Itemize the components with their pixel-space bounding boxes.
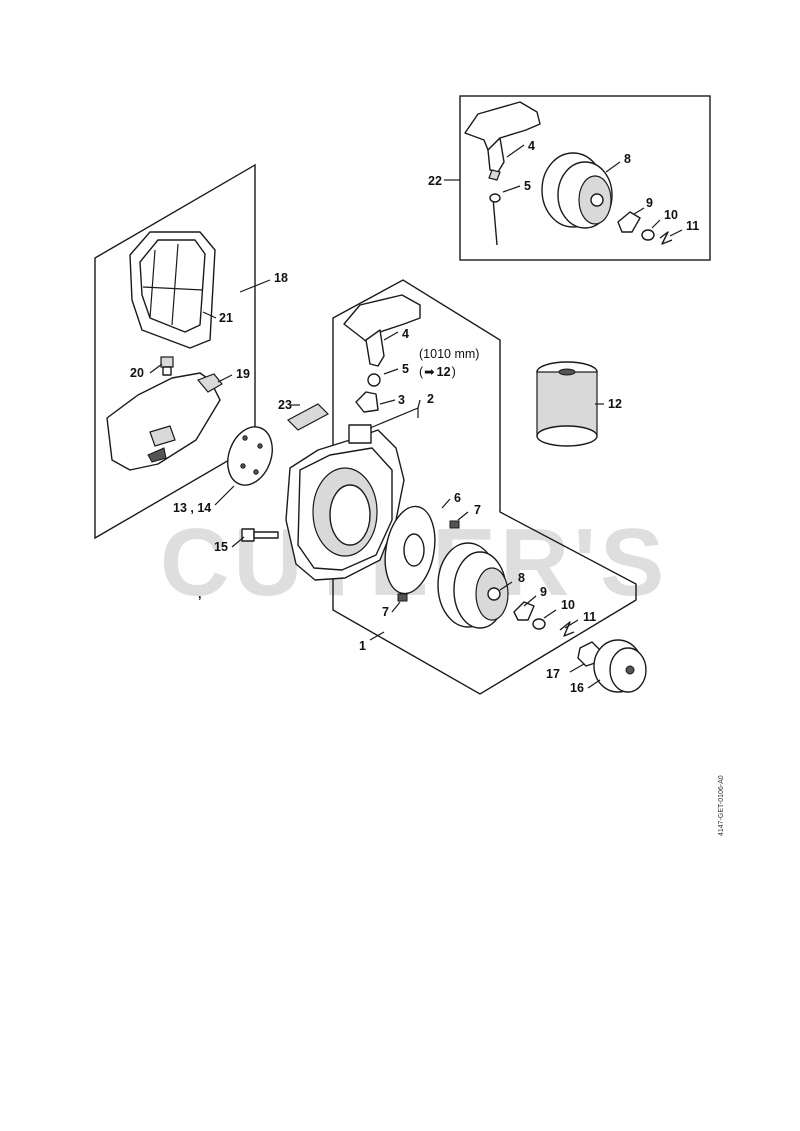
callout-4-kit: 4 <box>528 139 535 153</box>
callout-7-lower: 7 <box>382 605 389 619</box>
starter-grip-icon <box>343 294 421 367</box>
screw-7-upper-icon <box>449 520 460 529</box>
rope-ref-number: 12 <box>437 365 451 379</box>
drawing-id: 4147-GET-0106-A0 <box>718 775 725 836</box>
air-filter-icon <box>129 231 216 349</box>
frame-group-1 <box>332 279 637 695</box>
leader-lines <box>149 144 683 689</box>
callout-10-main: 10 <box>561 598 575 612</box>
filter-insert-23-icon <box>287 403 329 431</box>
callout-21: 21 <box>219 311 233 325</box>
callout-19: 19 <box>236 367 250 381</box>
rope-ref-close: ) <box>452 365 456 379</box>
filter-cover-icon <box>106 372 221 471</box>
kit-spring-clip-icon <box>659 231 673 245</box>
callout-11-kit: 11 <box>686 219 699 233</box>
kit-rope-rotor-icon <box>541 152 613 229</box>
screw-7-lower-icon <box>397 593 408 602</box>
callout-23: 23 <box>278 398 292 412</box>
callout-1: 1 <box>359 639 366 653</box>
callout-5-kit: 5 <box>524 179 531 193</box>
washer-10-icon <box>532 618 546 630</box>
knob-19-icon <box>196 373 223 393</box>
callout-6: 6 <box>454 491 461 505</box>
bolt-15-icon <box>241 528 279 542</box>
callout-4-main: 4 <box>402 327 409 341</box>
callout-11-main: 11 <box>583 610 596 624</box>
rope-length-note: (1010 mm) <box>419 347 479 361</box>
callout-3: 3 <box>398 393 405 407</box>
kit-pawl-icon <box>617 211 641 233</box>
callout-18: 18 <box>274 271 288 285</box>
callout-5-main: 5 <box>402 362 409 376</box>
rope-guide-icon <box>355 373 381 413</box>
rewind-spring-icon <box>384 505 436 595</box>
rope-ref-arrow: ➡ <box>424 364 435 379</box>
callout-9-kit: 9 <box>646 196 653 210</box>
screw-20-icon <box>160 356 174 376</box>
kit-starter-grip-icon <box>464 101 541 181</box>
stray-mark: , <box>198 587 201 601</box>
callout-20: 20 <box>130 366 144 380</box>
rope-length-text: (1010 mm) <box>419 347 479 361</box>
callout-8-main: 8 <box>518 571 525 585</box>
gasket-13-14-icon <box>227 426 273 486</box>
pawl-9-icon <box>513 601 535 621</box>
callout-13-14: 13 , 14 <box>173 501 211 515</box>
kit-rope-end-icon <box>489 193 501 246</box>
callout-12: 12 <box>608 397 622 411</box>
frame-kit-22 <box>459 95 711 261</box>
rope-ref-open: ( <box>419 365 424 379</box>
rope-ref-note: (➡12) <box>419 364 456 379</box>
frame-group-18 <box>94 163 256 540</box>
callout-9-main: 9 <box>540 585 547 599</box>
callout-22: 22 <box>428 174 442 188</box>
callout-8-kit: 8 <box>624 152 631 166</box>
callout-10-kit: 10 <box>664 208 678 222</box>
spring-clip-11-icon <box>559 621 575 637</box>
callout-15: 15 <box>214 540 228 554</box>
rope-rotor-icon <box>437 542 509 629</box>
kit-washer-icon <box>641 229 655 241</box>
cup-16-icon <box>593 639 647 693</box>
callout-16: 16 <box>570 681 584 695</box>
rope-spool-icon <box>536 361 598 447</box>
callout-7-upper: 7 <box>474 503 481 517</box>
callout-17: 17 <box>546 667 560 681</box>
callout-2: 2 <box>427 392 434 406</box>
